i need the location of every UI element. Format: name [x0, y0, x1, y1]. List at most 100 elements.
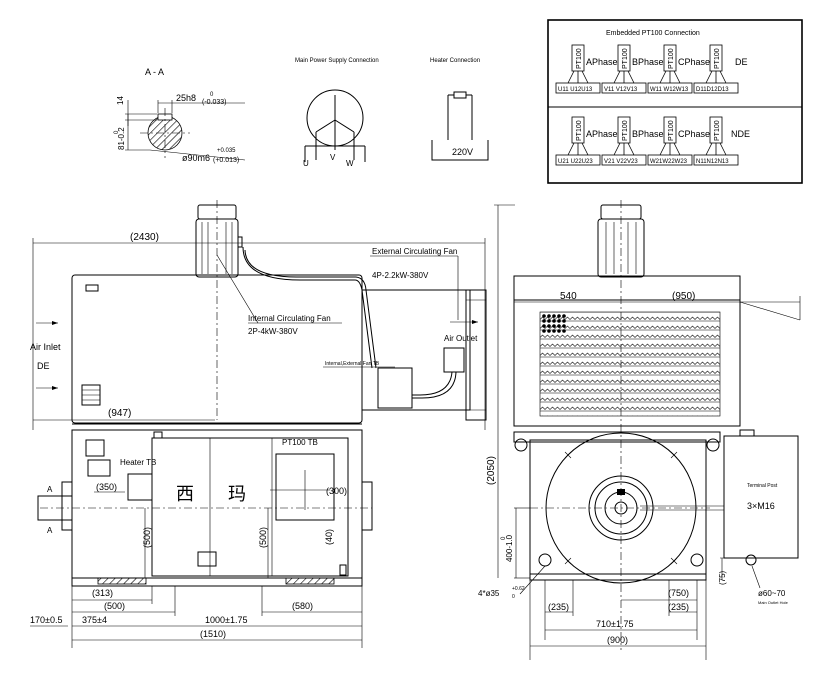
grille-vent-dot: [552, 329, 556, 333]
dim-4x35-tol: +0.62: [512, 586, 525, 592]
dim-40: (40): [324, 529, 334, 545]
grille-vent-dot: [557, 314, 561, 318]
heater-connection-diagram: Heater Connection 220V: [430, 58, 489, 161]
terminal-u: U: [303, 159, 309, 168]
ext-fan-title: External Circulating Fan: [372, 247, 457, 256]
terminal-post-spec: 3×M16: [747, 501, 775, 511]
dim-235-a: (235): [548, 602, 569, 612]
dim-375: 375±4: [82, 615, 107, 625]
pt100-phase-label: CPhase: [678, 57, 710, 67]
dim-580: (580): [292, 601, 313, 611]
pt100-terminal-label: D11D12D13: [696, 87, 729, 93]
side-view: (2430) External Circulating Fan 4P-2.2kW…: [30, 200, 487, 648]
dim-170: 170±0.5: [30, 615, 62, 625]
grille-vent-dot: [542, 319, 546, 323]
pt100-sensor-label: PT100: [576, 120, 583, 141]
dim-750: (750): [668, 588, 689, 598]
dim-300: (300): [326, 486, 347, 496]
section-marker-bottom: A: [47, 526, 53, 535]
dim-75: (75): [718, 570, 727, 585]
pt100-sensor-label: PT100: [668, 48, 675, 69]
pt100-sensor-label: PT100: [714, 48, 721, 69]
dim-1000: 1000±1.75: [205, 615, 247, 625]
pt100-de-label: DE: [735, 57, 748, 67]
dim-400: 400-1.0: [505, 534, 514, 562]
grille-vent-dot: [542, 329, 546, 333]
chinese-char-2: 玛: [228, 484, 246, 504]
pt100-terminal-label: V21 V22V23: [604, 159, 638, 165]
grille-vent-dot: [542, 324, 546, 328]
section-aa-detail: A - A 25h8 0 (-0.033) 14 81-0.2 0 ø90m6 …: [114, 67, 246, 164]
dim-500-b: (500): [258, 527, 268, 548]
outlet-dia: ø60~70: [758, 589, 786, 598]
terminal-v: V: [330, 153, 336, 162]
fan-tb-label: Internal,External Fan TB: [325, 361, 380, 367]
pt100-phase-label: APhase: [586, 57, 618, 67]
section-marker-top: A: [47, 485, 53, 494]
pt100-sensor-label: PT100: [714, 120, 721, 141]
section-aa-title: A - A: [145, 67, 164, 77]
pt100-terminal-label: N11N12N13: [696, 159, 729, 165]
grille-vent-dot: [547, 319, 551, 323]
dim-540: 540: [560, 291, 577, 302]
grille-vent-dot: [552, 324, 556, 328]
pt100-terminal-label: W21W22W23: [650, 159, 688, 165]
grille-vent-dot: [557, 319, 561, 323]
grille-vent-dot: [542, 314, 546, 318]
int-fan-title: Internal Circulating Fan: [248, 314, 331, 323]
cooler-grille: [539, 311, 721, 417]
dim-710: 710±1.75: [596, 619, 633, 629]
grille-vent-dot: [552, 319, 556, 323]
pt100-sensor-label: PT100: [576, 48, 583, 69]
grille-vent-dot: [562, 329, 566, 333]
pt100-terminal-label: U11 U12U13: [558, 87, 593, 93]
grille-vent-dot: [557, 324, 561, 328]
dim-947: (947): [108, 408, 131, 419]
grille-vent-dot: [552, 314, 556, 318]
dim-4x35: 4*ø35: [478, 589, 500, 598]
main-power-connection-diagram: Main Power Supply Connection U V W: [295, 58, 379, 168]
dim-400-tol: 0: [501, 536, 507, 540]
pt100-sensor-label: PT100: [668, 120, 675, 141]
shaft-dia-tol-top: +0.035: [217, 148, 236, 154]
dim-81: 81-0.2: [117, 127, 126, 150]
grille-vent-dot: [547, 329, 551, 333]
pt100-tb-label: PT100 TB: [282, 438, 318, 447]
key-width-label: 25h8: [176, 93, 196, 103]
pt100-nde-label: NDE: [731, 129, 750, 139]
grille-vent-dot: [562, 314, 566, 318]
pt100-phase-label: CPhase: [678, 129, 710, 139]
ext-fan-spec: 4P-2.2kW-380V: [372, 271, 429, 280]
dim-500-a: (500): [142, 527, 152, 548]
heater-tb-label: Heater TB: [120, 458, 156, 467]
dim-950: (950): [672, 291, 695, 302]
dim-2430: (2430): [130, 232, 159, 243]
air-outlet-label: Air Outlet: [444, 334, 478, 343]
shaft-dia-tol-bottom: (+0.013): [213, 157, 239, 164]
grille-vent-dot: [547, 324, 551, 328]
pt100-terminal-label: V11 V12V13: [604, 87, 638, 93]
int-fan-spec: 2P-4kW-380V: [248, 327, 298, 336]
dim-2050: (2050): [486, 456, 497, 485]
dim-235-b: (235): [668, 602, 689, 612]
air-inlet-de: DE: [37, 361, 50, 371]
dim-1510: (1510): [200, 629, 226, 639]
key-width-tol-top: 0: [210, 92, 214, 98]
shaft-dia-label: ø90m6: [182, 153, 210, 163]
dim-81-tol: 0: [114, 130, 120, 134]
end-view: 540 (950) (2050): [478, 200, 801, 660]
heater-voltage: 220V: [452, 147, 473, 157]
dim-4x35-tol2: 0: [512, 594, 515, 600]
pt100-title: Embedded PT100 Connection: [606, 30, 700, 37]
pt100-terminal-label: W11 W12W13: [650, 87, 689, 93]
heater-conn-title: Heater Connection: [430, 58, 480, 64]
grille-vent-dot: [562, 324, 566, 328]
pt100-phase-label: APhase: [586, 129, 618, 139]
terminal-w: W: [346, 159, 354, 168]
grille-vent-dot: [562, 319, 566, 323]
grille-vent-dot: [557, 329, 561, 333]
outlet-hole-label: Main Outlet Hole: [758, 600, 789, 605]
pt100-sensor-label: PT100: [622, 120, 629, 141]
